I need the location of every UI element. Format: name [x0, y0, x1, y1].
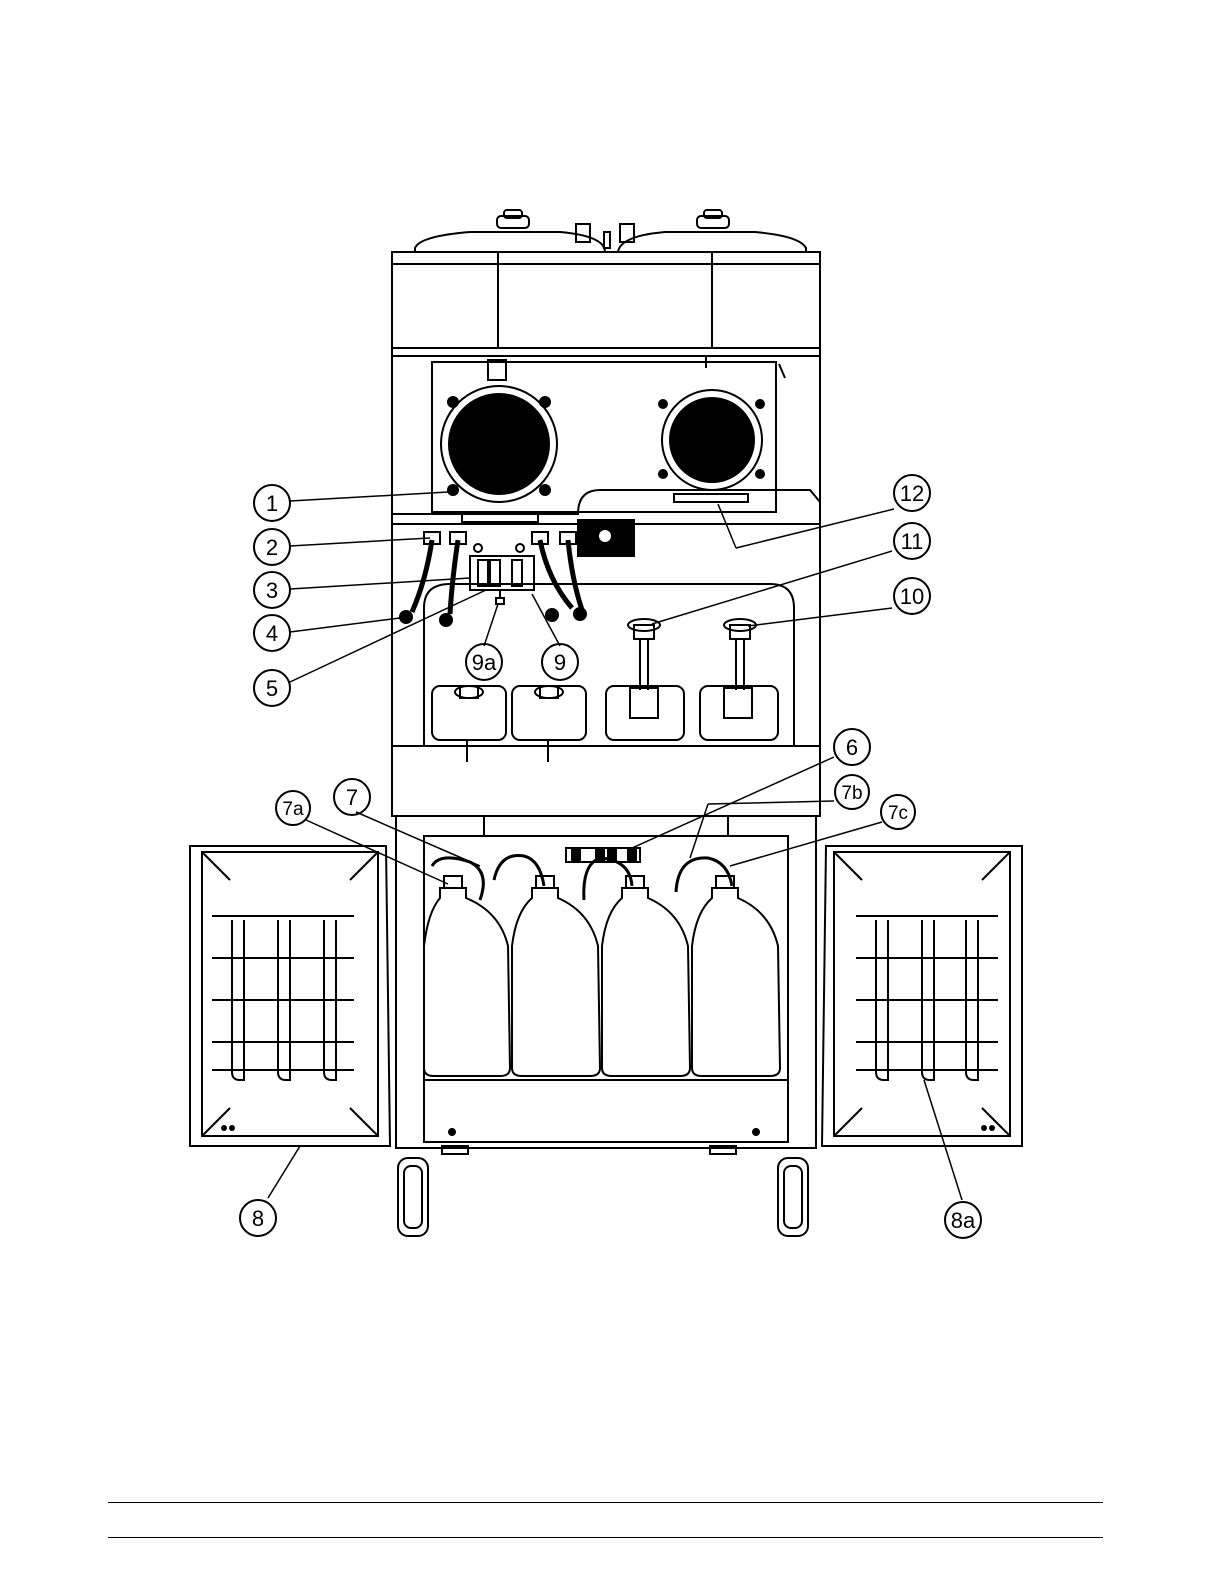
casters [398, 1146, 808, 1236]
callout-label: 8 [252, 1206, 264, 1231]
lower-cabinet [392, 746, 820, 1148]
callout-4: 4 [254, 615, 290, 651]
footer-rule-bottom [108, 1537, 1103, 1538]
right-freezer-door [659, 390, 764, 490]
callout-2: 2 [254, 529, 290, 565]
callout-12: 12 [894, 475, 930, 511]
callout-label: 11 [901, 529, 924, 554]
footer-rule-top [108, 1502, 1103, 1503]
upper-cabinet [392, 252, 820, 356]
callout-10: 10 [894, 578, 930, 614]
callout-label: 10 [900, 584, 924, 609]
callout-label: 7c [888, 803, 908, 824]
callout-11: 11 [894, 523, 930, 559]
syrup-hoses [400, 532, 586, 626]
callout-7c: 7c [881, 795, 915, 829]
callout-5: 5 [254, 670, 290, 706]
callout-label: 6 [846, 735, 858, 760]
right-door-rack [856, 916, 998, 1080]
callout-label: 3 [266, 578, 278, 603]
callout-6: 6 [834, 729, 870, 765]
callout-label: 12 [900, 481, 924, 506]
syrup-manifold [566, 848, 640, 862]
callout-label: 8a [951, 1208, 976, 1233]
callout-label: 7a [282, 799, 304, 820]
callout-label: 1 [266, 491, 278, 516]
callout-label: 2 [266, 535, 278, 560]
callout-8: 8 [240, 1200, 276, 1236]
callout-label: 9 [554, 650, 566, 675]
callout-label: 5 [266, 676, 278, 701]
callout-3: 3 [254, 572, 290, 608]
callout-9: 9 [542, 644, 578, 680]
callout-label: 4 [266, 621, 278, 646]
callout-7a: 7a [276, 791, 310, 825]
callout-label: 7 [346, 785, 358, 810]
callout-1: 1 [254, 485, 290, 521]
callout-9a: 9a [466, 644, 502, 680]
callout-label: 9a [472, 650, 497, 675]
callout-label: 7b [841, 783, 862, 804]
topping-containers [432, 686, 778, 762]
callout-8a: 8a [945, 1202, 981, 1238]
callout-7: 7 [334, 779, 370, 815]
syrup-jugs [424, 876, 780, 1076]
callout-7b: 7b [835, 775, 869, 809]
left-freezer-door [441, 386, 557, 502]
hopper-lids [415, 210, 806, 252]
left-door-rack [212, 916, 354, 1080]
valve-block [470, 544, 534, 604]
syrup-pumps [628, 619, 756, 690]
